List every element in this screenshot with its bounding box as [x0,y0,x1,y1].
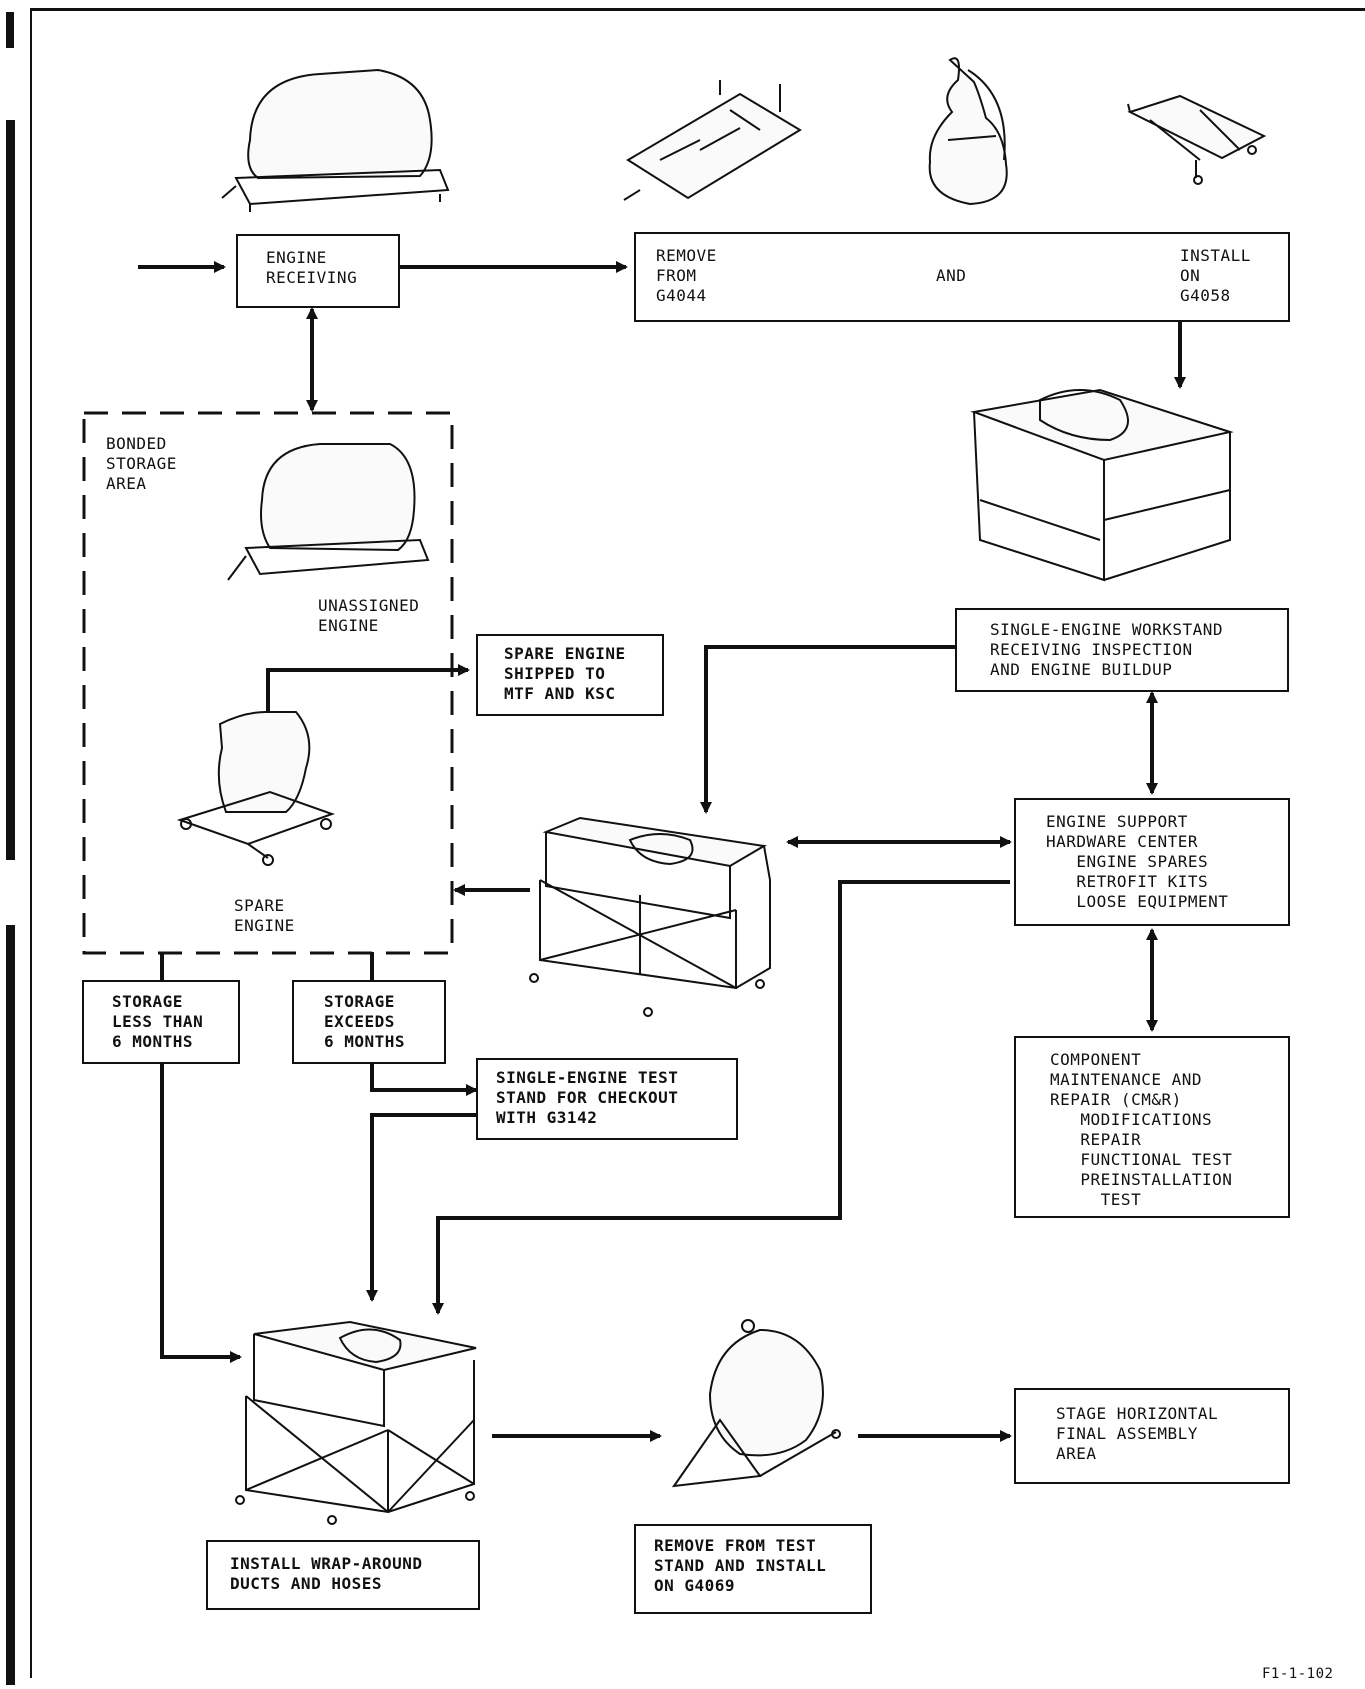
support-line3: ENGINE SPARES [1046,852,1209,871]
storage-exceeds-box [292,980,446,1064]
spare-engine-line2: ENGINE [234,916,295,935]
storage-exceeds-line3: 6 MONTHS [324,1032,406,1051]
workstand-line3: AND ENGINE BUILDUP [990,660,1173,679]
remove-from-line1: REMOVE [656,246,717,265]
engine-receiving-line2: RECEIVING [266,268,358,287]
final-assembly-box [1014,1388,1290,1484]
remove-from-line2: FROM [656,266,697,285]
remove-install-g4069-box [634,1524,872,1614]
spare-engine-shipped-box [476,634,664,716]
remove-install-line3: ON G4069 [654,1576,736,1595]
engine-receiving-line1: ENGINE [266,248,327,267]
install-ducts-line2: DUCTS AND HOSES [230,1574,382,1593]
engine-on-transporter-icon [221,68,450,212]
page-frame-left [30,8,32,1678]
spare-shipped-line1: SPARE ENGINE [504,644,626,663]
final-assembly-line2: FINAL ASSEMBLY [1056,1424,1198,1443]
install-on-line1: INSTALL [1180,246,1251,265]
storage-less-line3: 6 MONTHS [112,1032,194,1051]
arrow-teststand-bottom [366,1113,476,1302]
final-assembly-line3: AREA [1056,1444,1097,1463]
unassigned-engine-line2: ENGINE [318,616,379,635]
storage-exceeds-line1: STORAGE [324,992,395,1011]
install-on-line3: G4058 [1180,286,1231,305]
test-stand-line3: WITH G3142 [496,1108,598,1127]
figure-id: F1-1-102 [1262,1666,1334,1682]
arrow-workstand-teststand [700,645,955,814]
and-label: AND [936,266,967,285]
bonded-storage-line2: STORAGE [106,454,177,473]
engine-on-transporter-icon [227,443,430,581]
engine-handler-icon [671,1319,841,1488]
engine-receiving-box [236,234,400,308]
spare-engine-line1: SPARE [234,896,285,915]
cmr-line3: REPAIR (CM&R) [1050,1090,1182,1109]
final-assembly-line1: STAGE HORIZONTAL [1056,1404,1219,1423]
remove-from-line3: G4044 [656,286,707,305]
arrow-spare-shipped [266,664,470,730]
storage-exceeds-line2: EXCEEDS [324,1012,395,1031]
spare-shipped-line2: SHIPPED TO [504,664,606,683]
arrow-support-bottom [432,880,1010,1315]
engine-nozzle-icon [928,57,1008,206]
test-stand-icon [235,1320,477,1525]
spare-engine-dolly-icon [176,711,335,866]
bonded-storage-line3: AREA [106,474,147,493]
margin-bar-top [6,12,14,48]
remove-install-box [634,232,1290,322]
unassigned-engine-line1: UNASSIGNED [318,596,420,615]
test-stand-box [476,1058,738,1140]
cmr-line1: COMPONENT [1050,1050,1142,1069]
storage-less-line1: STORAGE [112,992,183,1011]
storage-less-box [82,980,240,1064]
install-ducts-line1: INSTALL WRAP-AROUND [230,1554,423,1573]
support-line1: ENGINE SUPPORT [1046,812,1188,831]
install-on-line2: ON [1180,266,1201,285]
support-line2: HARDWARE CENTER [1046,832,1198,851]
engine-dolly-icon [1127,94,1267,185]
install-ducts-box [206,1540,480,1610]
cmr-line2: MAINTENANCE AND [1050,1070,1202,1089]
cmr-line8: TEST [1050,1190,1142,1209]
test-stand-line1: SINGLE-ENGINE TEST [496,1068,679,1087]
workstand-icon [970,388,1234,582]
cmr-line5: REPAIR [1050,1130,1142,1149]
test-stand-icon [529,816,771,1017]
workstand-line1: SINGLE-ENGINE WORKSTAND [990,620,1224,639]
page-frame-top [30,8,1365,11]
remove-install-line1: REMOVE FROM TEST [654,1536,817,1555]
cmr-line4: MODIFICATIONS [1050,1110,1213,1129]
arrow-less-bottom [160,1042,242,1363]
remove-install-line2: STAND AND INSTALL [654,1556,827,1575]
support-line5: LOOSE EQUIPMENT [1046,892,1229,911]
spare-shipped-line3: MTF AND KSC [504,684,616,703]
transport-pallet-icon [623,80,802,201]
storage-less-line2: LESS THAN [112,1012,204,1031]
margin-bar-mid [6,120,15,860]
bonded-storage-line1: BONDED [106,434,167,453]
support-line4: RETROFIT KITS [1046,872,1209,891]
workstand-line2: RECEIVING INSPECTION [990,640,1193,659]
cmr-line6: FUNCTIONAL TEST [1050,1150,1233,1169]
workstand-box [955,608,1289,692]
support-center-box [1014,798,1290,926]
margin-bar-bottom [6,925,15,1685]
test-stand-line2: STAND FOR CHECKOUT [496,1088,679,1107]
cmr-box [1014,1036,1290,1218]
cmr-line7: PREINSTALLATION [1050,1170,1233,1189]
